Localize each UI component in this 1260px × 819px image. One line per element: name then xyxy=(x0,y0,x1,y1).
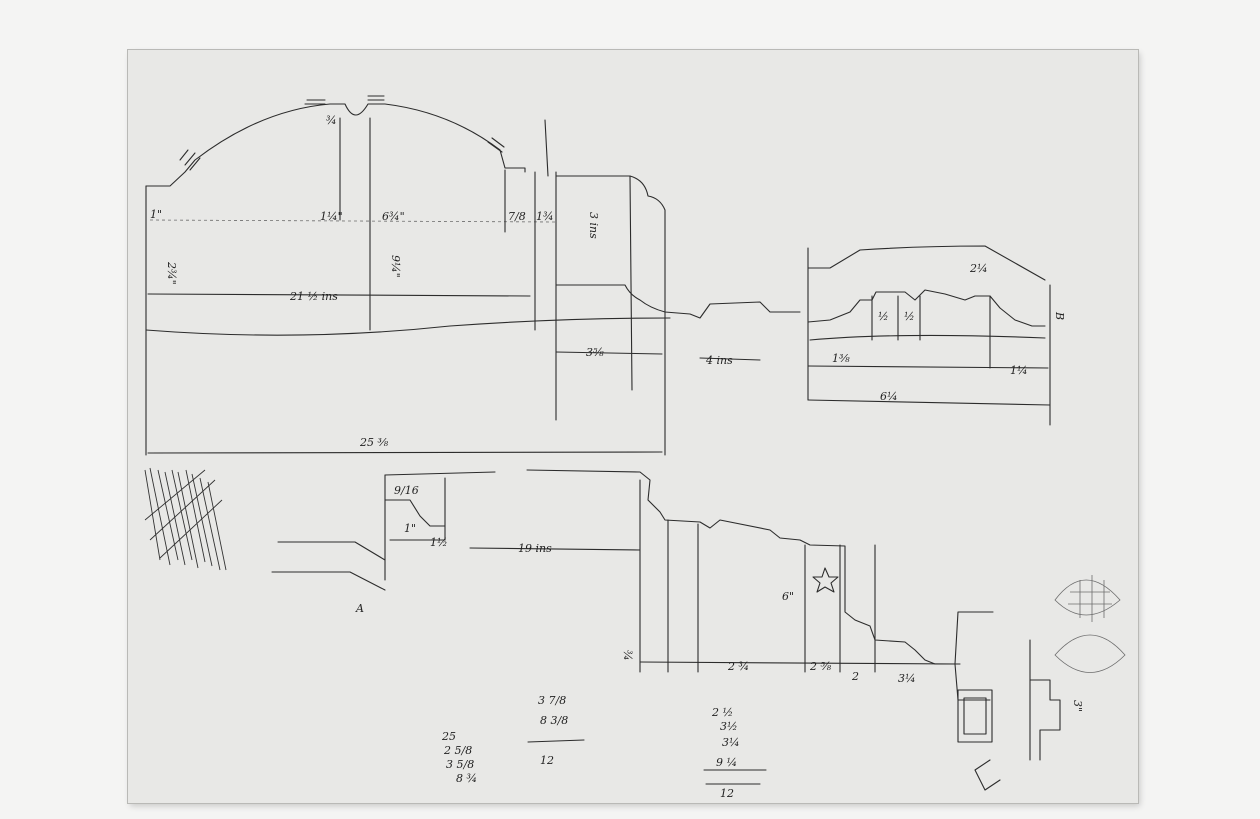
calculation-3: 2 ½ 3½ 3¼ 9 ¼ 12 xyxy=(703,706,767,800)
calc1-sum: 12 xyxy=(540,754,554,767)
dim-1in-b: 1" xyxy=(404,522,416,535)
dim-2-5-8: 2 ⅝ xyxy=(809,660,831,673)
ornament-sketches: 3" xyxy=(957,575,1126,791)
mark-a: A xyxy=(355,602,364,615)
mark-b: B xyxy=(1053,311,1066,320)
dim-21-1-2: 21 ½ ins xyxy=(289,290,338,303)
dim-3ins: 3 ins xyxy=(587,212,600,239)
dim-6: 6" xyxy=(782,590,794,603)
dim-3-4: ¾ xyxy=(326,114,337,127)
arch-section: 1" 2¾" 1¼" 6¾" 9¼" 21 ½ ins ¾ 7/8 1¾ 3 i… xyxy=(145,95,801,456)
dim-3in: 3" xyxy=(1071,700,1084,712)
dim-3-5-8: 3⅝ xyxy=(586,346,604,359)
dim-25-3-8: 25 ⅜ xyxy=(359,436,388,449)
calc1-b: 8 3/8 xyxy=(540,714,568,727)
dim-4ins: 4 ins xyxy=(705,354,733,367)
calc2-sum: 8 ¾ xyxy=(456,772,477,785)
calc3-d: 9 ¼ xyxy=(716,756,737,769)
dim-19ins: 19 ins xyxy=(518,542,552,555)
profile-b: 1⅜ 6¼ ½ ½ 2¼ 1¼ B xyxy=(807,245,1066,426)
calculation-2: 25 2 5/8 3 5/8 8 ¾ xyxy=(441,730,477,785)
dim-2-3-4: 2¾" xyxy=(165,261,178,285)
scribble-hatching xyxy=(144,467,227,571)
dim-1-1-4-b: 1¼ xyxy=(1010,364,1028,377)
dim-1-2-b: ½ xyxy=(904,310,915,323)
calc2-c: 3 5/8 xyxy=(446,758,474,771)
dim-6-1-4: 6¼ xyxy=(880,390,898,403)
calc3-sum: 12 xyxy=(720,787,734,800)
dim-7-8: 7/8 xyxy=(508,210,526,223)
calc2-a: 25 xyxy=(441,730,456,743)
dim-9-1-4: 9¼" xyxy=(389,255,402,278)
cornice-profile: ¾ 2 ¾ 6" 2 ⅝ 2 3¼ xyxy=(526,469,994,701)
calc3-a: 2 ½ xyxy=(711,706,733,719)
dim-3-1-4: 3¼ xyxy=(898,672,916,685)
dim-1in: 1" xyxy=(150,208,162,221)
dim-2-3-4-b: 2 ¾ xyxy=(727,660,749,673)
calc3-b: 3½ xyxy=(720,720,738,733)
dim-9-16: 9/16 xyxy=(394,484,419,497)
dim-6-3-4: 6¾" xyxy=(382,210,405,223)
calc2-b: 2 5/8 xyxy=(443,744,472,757)
dim-2-1-4: 2¼ xyxy=(969,262,988,275)
calc3-c: 3¼ xyxy=(722,736,740,749)
dim-3-4-b: ¾ xyxy=(621,650,634,661)
dim-1-3-4: 1¾ xyxy=(536,210,554,223)
dim-1-3-8: 1⅜ xyxy=(832,352,850,365)
dim-1-2-a: ½ xyxy=(878,310,889,323)
dim-1-1-4: 1¼" xyxy=(320,210,343,223)
dim-2: 2 xyxy=(851,670,859,683)
calc1-a: 3 7/8 xyxy=(538,694,566,707)
drawing-sheet xyxy=(128,50,1138,803)
dim-1-1-2: 1½ xyxy=(430,536,448,549)
calculation-1: 3 7/8 8 3/8 12 xyxy=(527,694,585,767)
profile-a: 9/16 1" 1½ 19 ins A xyxy=(271,471,641,615)
